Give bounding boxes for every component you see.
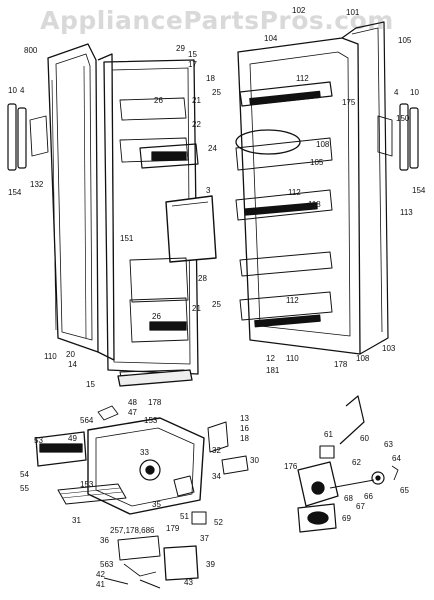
callout-24: 24	[208, 144, 217, 153]
callout-175: 175	[342, 98, 356, 107]
callout-102: 102	[292, 6, 306, 15]
callout-36: 36	[100, 536, 109, 545]
callout-112-mid: 112	[288, 188, 301, 197]
callout-42: 42	[96, 570, 105, 579]
callout-104: 104	[264, 34, 278, 43]
callout-65: 65	[400, 486, 409, 495]
callout-37: 37	[200, 534, 209, 543]
callout-113: 113	[400, 208, 413, 217]
callout-110: 110	[44, 352, 57, 361]
callout-154-right: 154	[412, 186, 426, 195]
callout-17: 17	[188, 60, 197, 69]
callout-15: 15	[188, 50, 197, 59]
callout-26: 26	[154, 96, 163, 105]
callout-108: 108	[316, 140, 330, 149]
callout-25: 25	[212, 88, 221, 97]
callout-563: 563	[100, 560, 114, 569]
callout-132: 132	[30, 180, 44, 189]
callout-178-lower: 178	[148, 398, 162, 407]
callout-15-lower: 15	[86, 380, 95, 389]
callout-64: 64	[392, 454, 401, 463]
ice-maker-drawing	[297, 395, 399, 533]
callout-33: 33	[140, 448, 149, 457]
callout-3: 3	[206, 186, 211, 195]
callout-257-178-686: 257,178,686	[110, 526, 155, 535]
callout-153: 153	[144, 416, 158, 425]
callout-22: 22	[192, 120, 201, 129]
callout-150: 150	[396, 114, 410, 123]
callout-101: 101	[346, 8, 360, 17]
freezer-door-drawing	[47, 43, 217, 383]
callout-67: 67	[356, 502, 365, 511]
callout-51: 51	[180, 512, 189, 521]
callout-14: 14	[68, 360, 77, 369]
fresh-food-liner-drawing	[235, 21, 389, 355]
callout-12: 12	[266, 354, 275, 363]
callout-63: 63	[384, 440, 393, 449]
callout-47: 47	[128, 408, 137, 417]
callout-178: 178	[334, 360, 348, 369]
callout-60: 60	[360, 434, 369, 443]
callout-29: 29	[176, 44, 185, 53]
callout-564: 564	[80, 416, 94, 425]
callout-4: 4	[20, 86, 25, 95]
callout-68: 68	[344, 494, 353, 503]
left-handle-drawing	[7, 103, 49, 171]
callout-18-lower: 18	[240, 434, 249, 443]
callout-154: 154	[8, 188, 22, 197]
callout-10-right: 10	[410, 88, 419, 97]
callout-34: 34	[212, 472, 221, 481]
callout-153-lower: 153	[80, 480, 94, 489]
callout-31: 31	[72, 516, 81, 525]
callout-176: 176	[284, 462, 298, 471]
callout-103: 103	[382, 344, 396, 353]
callout-20: 20	[66, 350, 75, 359]
callout-62: 62	[352, 458, 361, 467]
callout-32: 32	[212, 446, 221, 455]
callout-118: 118	[308, 200, 321, 209]
callout-69: 69	[342, 514, 351, 523]
callout-18: 18	[206, 74, 215, 83]
callout-112-lower: 112	[286, 296, 299, 305]
callout-105: 105	[398, 36, 412, 45]
callout-108-lower: 108	[356, 354, 370, 363]
callout-21-lower: 21	[192, 304, 201, 313]
callout-105-inner: 105	[310, 158, 324, 167]
callout-43: 43	[184, 578, 193, 587]
callout-55: 55	[20, 484, 29, 493]
callout-48: 48	[128, 398, 137, 407]
callout-13: 13	[240, 414, 249, 423]
callout-26-lower: 26	[152, 312, 161, 321]
callout-181: 181	[266, 366, 280, 375]
callout-21: 21	[192, 96, 201, 105]
callout-41: 41	[96, 580, 105, 589]
callout-25-lower: 25	[212, 300, 221, 309]
callout-30: 30	[250, 456, 259, 465]
right-handle-drawing	[377, 103, 419, 171]
callout-112: 112	[296, 74, 309, 83]
callout-35: 35	[152, 500, 161, 509]
callout-800: 800	[24, 46, 38, 55]
callout-10: 10	[8, 86, 17, 95]
callout-16: 16	[240, 424, 249, 433]
callout-151: 151	[120, 234, 134, 243]
callout-53: 53	[34, 436, 43, 445]
callout-66: 66	[364, 492, 373, 501]
callout-54: 54	[20, 470, 29, 479]
callout-52: 52	[214, 518, 223, 527]
callout-110-right: 110	[286, 354, 299, 363]
callout-39: 39	[206, 560, 215, 569]
dispenser-housing-drawing	[35, 405, 249, 589]
callout-61: 61	[324, 430, 333, 439]
callout-28: 28	[198, 274, 207, 283]
callout-4-right: 4	[394, 88, 399, 97]
callout-179: 179	[166, 524, 180, 533]
callout-49: 49	[68, 434, 77, 443]
